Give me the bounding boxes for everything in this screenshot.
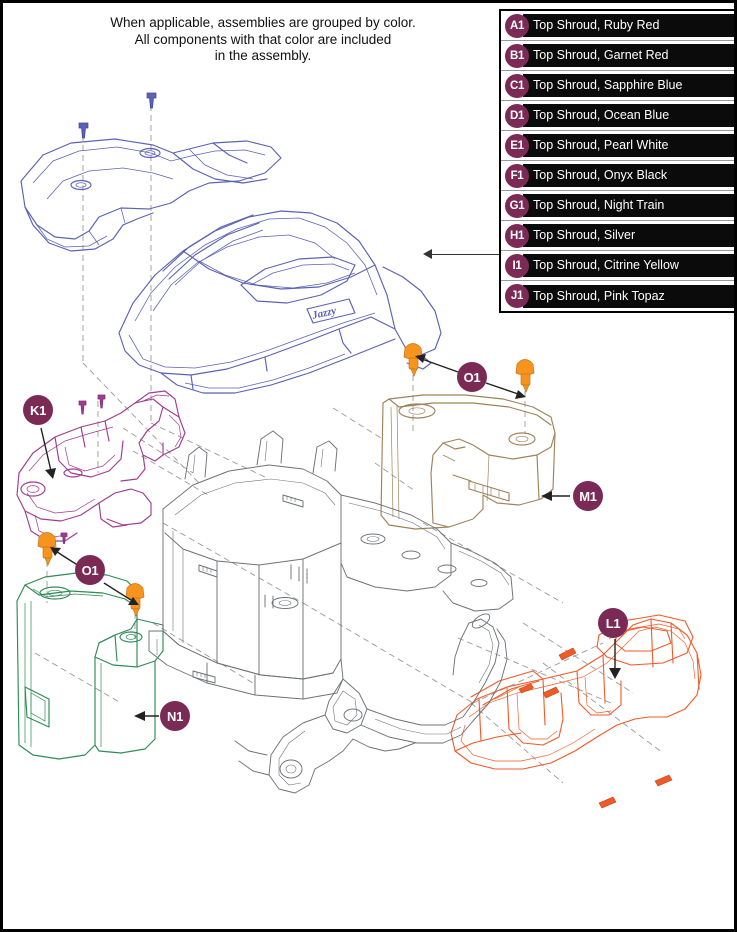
legend-row[interactable]: D1 Top Shroud, Ocean Blue	[501, 101, 734, 131]
color-variant-legend-table: A1 Top Shroud, Ruby Red B1 Top Shroud, G…	[499, 9, 734, 313]
exploded-axis-lines	[34, 95, 664, 784]
top-shroud-screw-fasteners	[78, 92, 157, 139]
legend-label-a1: Top Shroud, Ruby Red	[523, 14, 734, 37]
legend-badge-e1: E1	[505, 133, 529, 158]
push-rivet-fasteners	[37, 343, 535, 617]
header-note-line-1: When applicable, assemblies are grouped …	[110, 15, 416, 30]
legend-badge-a1: A1	[505, 13, 529, 38]
battery-cover-green-part	[16, 572, 164, 760]
legend-badge-g1: G1	[505, 193, 529, 218]
legend-row[interactable]: H1 Top Shroud, Silver	[501, 221, 734, 251]
legend-row[interactable]: G1 Top Shroud, Night Train	[501, 191, 734, 221]
legend-row[interactable]: C1 Top Shroud, Sapphire Blue	[501, 71, 734, 101]
legend-leader-arrowhead	[423, 249, 432, 259]
header-note: When applicable, assemblies are grouped …	[63, 15, 463, 65]
header-note-line-3: in the assembly.	[214, 48, 312, 63]
o1-leader-arrows	[50, 354, 526, 605]
callout-m1[interactable]: M1	[573, 481, 603, 511]
push-rivet-1	[403, 343, 423, 377]
battery-cover-tan-part	[380, 394, 556, 530]
legend-label-c1: Top Shroud, Sapphire Blue	[523, 74, 734, 97]
legend-row[interactable]: E1 Top Shroud, Pearl White	[501, 131, 734, 161]
exploded-assembly-drawing: .blu { fill:none; stroke:#5B62B5; stroke…	[16, 92, 702, 809]
legend-badge-f1: F1	[505, 163, 529, 188]
legend-badge-b1: B1	[505, 43, 529, 68]
top-shroud-part: Jazzy	[20, 138, 442, 394]
legend-badge-c1: C1	[505, 73, 529, 98]
callout-n1[interactable]: N1	[160, 701, 190, 731]
legend-label-d1: Top Shroud, Ocean Blue	[523, 104, 734, 127]
legend-badge-i1: I1	[505, 253, 529, 278]
legend-label-b1: Top Shroud, Garnet Red	[523, 44, 734, 67]
legend-label-h1: Top Shroud, Silver	[523, 224, 734, 247]
header-note-line-2: All components with that color are inclu…	[134, 31, 392, 47]
legend-row[interactable]: J1 Top Shroud, Pink Topaz	[501, 281, 734, 311]
legend-label-i1: Top Shroud, Citrine Yellow	[523, 254, 734, 277]
legend-label-j1: Top Shroud, Pink Topaz	[523, 284, 734, 308]
legend-row[interactable]: I1 Top Shroud, Citrine Yellow	[501, 251, 734, 281]
legend-leader-line	[427, 254, 499, 255]
callout-o1-lower[interactable]: O1	[75, 555, 105, 585]
legend-row[interactable]: A1 Top Shroud, Ruby Red	[501, 11, 734, 41]
legend-row[interactable]: B1 Top Shroud, Garnet Red	[501, 41, 734, 71]
legend-row[interactable]: F1 Top Shroud, Onyx Black	[501, 161, 734, 191]
callout-l1[interactable]: L1	[598, 608, 628, 638]
jazzy-logo-emblem: Jazzy	[306, 298, 356, 324]
svg-text:Jazzy: Jazzy	[310, 305, 338, 322]
legend-badge-h1: H1	[505, 223, 529, 248]
frame-orange-part	[450, 614, 702, 809]
legend-badge-d1: D1	[505, 103, 529, 128]
legend-label-f1: Top Shroud, Onyx Black	[523, 164, 734, 187]
legend-label-e1: Top Shroud, Pearl White	[523, 134, 734, 157]
callout-k1[interactable]: K1	[23, 395, 53, 425]
part-leader-arrows	[40, 427, 621, 721]
legend-label-g1: Top Shroud, Night Train	[523, 194, 734, 217]
push-rivet-2	[515, 359, 535, 393]
push-rivet-3	[37, 532, 57, 566]
legend-badge-j1: J1	[505, 284, 529, 308]
callout-o1-upper[interactable]: O1	[457, 362, 487, 392]
chassis-frame-assembly	[148, 430, 514, 794]
